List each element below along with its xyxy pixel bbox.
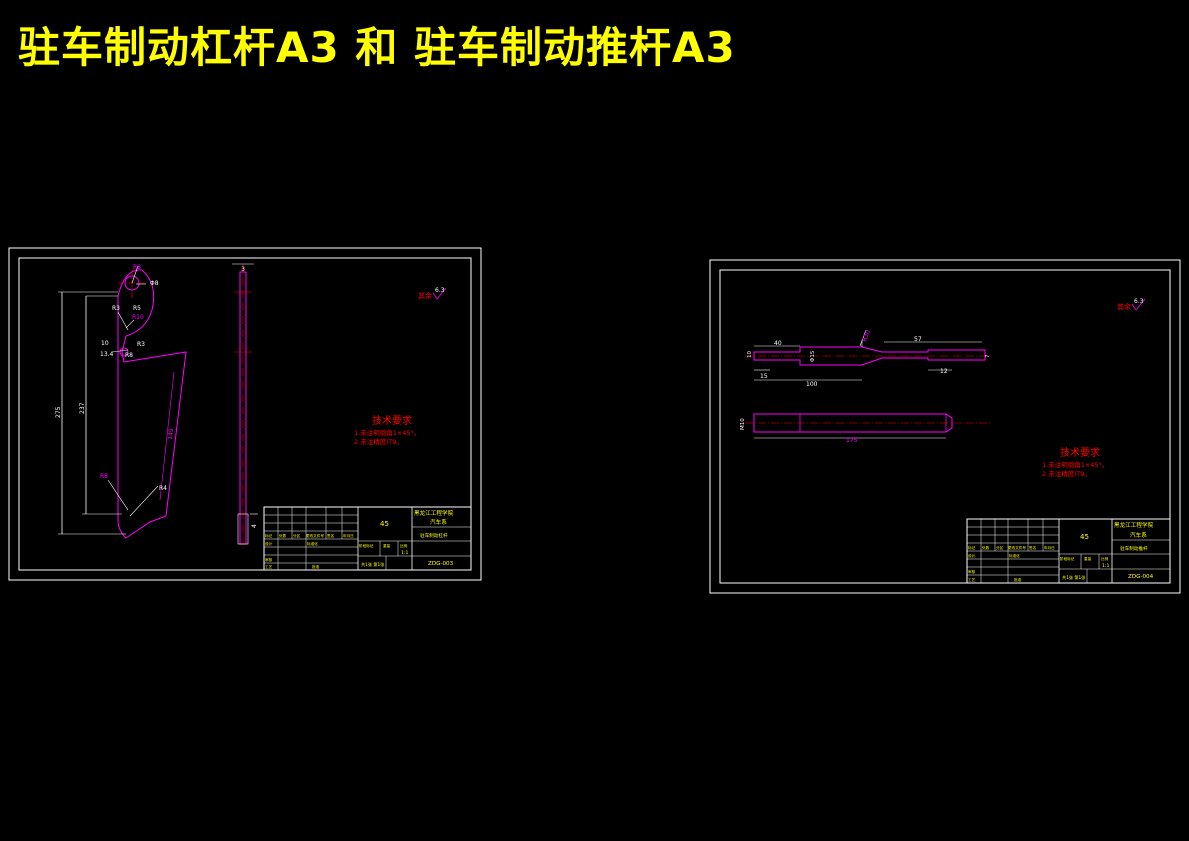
- lever-tb-r9: 审核: [265, 557, 273, 562]
- lever-tb-r6: 年月日: [343, 533, 354, 538]
- pushrod-tb-r6: 年月日: [1044, 545, 1055, 550]
- lever-tb-dept: 汽车系: [430, 518, 447, 526]
- pushrod-tb-ratio-label: 比例: [1101, 556, 1109, 561]
- pushrod-tb-weight-label: 重量: [1084, 556, 1092, 561]
- pushrod-dim-m10: M10: [740, 418, 746, 430]
- pushrod-dim-10: 10: [747, 351, 753, 358]
- pushrod-dim-57: 57: [914, 336, 922, 343]
- lever-tb-r3: 分区: [293, 533, 301, 538]
- pushrod-tb-ratio: 1:1: [1102, 563, 1109, 569]
- lever-tb-material: 45: [380, 520, 389, 528]
- lever-dim-237: 237: [79, 402, 86, 414]
- pushrod-roughness-value: 6.3: [1134, 298, 1144, 305]
- lever-tb-ratio-label: 比例: [400, 543, 408, 548]
- lever-tb-r11: 批准: [312, 564, 320, 569]
- page-title: 驻车制动杠杆A3 和 驻车制动推杆A3: [18, 23, 736, 72]
- pushrod-tb-r11: 批准: [1014, 577, 1022, 582]
- lever-tech-line2: 2.未注精度IT9。: [354, 437, 403, 446]
- pushrod-tb-material: 45: [1080, 533, 1089, 541]
- lever-roughness-value: 6.3: [435, 287, 445, 294]
- lever-tb-drawing-no: ZDG-003: [428, 561, 454, 567]
- pushrod-tech-heading: 技术要求: [1060, 446, 1100, 459]
- lever-tb-r10: 工艺: [265, 564, 273, 569]
- lever-tech-line1: 1.未注明倒角1×45°。: [354, 428, 420, 437]
- lever-dim-3: 3: [241, 266, 245, 273]
- pushrod-tech-line1: 1.未注明倒角1×45°。: [1042, 460, 1108, 469]
- lever-dim-10: 10: [101, 340, 109, 347]
- pushrod-roughness-label: 其余: [1117, 302, 1131, 311]
- pushrod-tb-r7: 设计: [968, 553, 976, 558]
- lever-tb-r5: 签名: [327, 533, 335, 538]
- pushrod-tb-school: 黑龙江工程学院: [1114, 521, 1154, 529]
- lever-tb-sheets: 共1张 第1张: [361, 561, 385, 568]
- pushrod-title-block: 标记 处数 分区 更改文件号 签名 年月日 设计 标准化 审核 工艺 批准 45…: [966, 518, 1171, 584]
- pushrod-tb-r1: 标记: [968, 545, 976, 550]
- pushrod-dim-7: 7: [985, 354, 991, 358]
- pushrod-dim-100: 100: [806, 381, 818, 388]
- lever-dim-275: 275: [55, 406, 62, 418]
- sheet-lever-inner-frame: [18, 257, 472, 571]
- lever-dim-r8-top: R8: [133, 264, 141, 271]
- pushrod-tb-r9: 审核: [968, 569, 976, 574]
- pushrod-tb-part: 驻车制动推杆: [1120, 545, 1148, 552]
- lever-tb-r8: 标准化: [307, 541, 318, 546]
- lever-dim-r10: R10: [132, 314, 144, 321]
- pushrod-dim-40: 40: [774, 340, 782, 347]
- sheet-pushrod-inner-frame: [719, 269, 1171, 584]
- sheet-lever: R8 Φ8 R5 R10 R3 13.4 R3 10 R8 275 237 R8…: [8, 247, 482, 581]
- pushrod-top-view-outline: [753, 346, 986, 366]
- lever-title-block: 标记 处数 分区 更改文件号 签名 年月日 设计 标准化 审核 工艺 批准 45…: [263, 506, 472, 571]
- pushrod-dim-r30: R30: [861, 329, 872, 343]
- lever-dim-r5: R5: [133, 305, 141, 312]
- pushrod-tb-stage-label: 阶段标记: [1060, 556, 1075, 561]
- pushrod-tb-r2: 处数: [982, 545, 990, 550]
- pushrod-dim-175: 175: [846, 437, 858, 444]
- pushrod-roughness-symbol: [1131, 298, 1146, 311]
- lever-dim-r3-b: R3: [137, 341, 145, 348]
- lever-tb-r1: 标记: [265, 533, 273, 538]
- lever-mid-hole: [119, 347, 129, 357]
- pushrod-tb-r10: 工艺: [968, 577, 976, 582]
- lever-tb-school: 黑龙江工程学院: [414, 509, 454, 517]
- pushrod-tb-r3: 分区: [996, 545, 1004, 550]
- lever-roughness-symbol: [432, 287, 447, 300]
- pushrod-tb-r4: 更改文件号: [1008, 545, 1026, 550]
- lever-roughness-label: 其余: [418, 291, 432, 300]
- lever-dim-phi8: Φ8: [150, 280, 159, 287]
- lever-tb-stage-label: 阶段标记: [359, 543, 374, 548]
- sheet-pushrod-outer-border: [709, 259, 1181, 594]
- lever-tech-heading: 技术要求: [372, 414, 412, 427]
- lever-tb-r7: 设计: [265, 541, 273, 546]
- lever-outline: [117, 269, 187, 539]
- lever-tb-part: 驻车制动杠杆: [420, 532, 448, 539]
- sheet-lever-outer-border: [8, 247, 482, 581]
- pushrod-tech-line2: 2.未注精度IT9。: [1042, 469, 1091, 478]
- lever-tb-r4: 更改文件号: [306, 533, 324, 538]
- pushrod-dim-15: 15: [760, 373, 768, 380]
- lever-dim-r8-bottom: R8: [100, 473, 108, 480]
- pushrod-tb-dept: 汽车系: [1130, 531, 1147, 539]
- lever-dim-r4: R4: [159, 485, 167, 492]
- lever-dim-4: 4: [251, 524, 258, 528]
- pushrod-tb-sheets: 共1张 第1张: [1062, 574, 1086, 581]
- pushrod-tb-r8: 标准化: [1009, 553, 1020, 558]
- pushrod-dim-phi15: Φ15: [810, 350, 816, 362]
- lever-dim-13-4: 13.4: [100, 351, 114, 358]
- pushrod-tb-r5: 签名: [1029, 545, 1037, 550]
- lever-tb-r2: 处数: [279, 533, 287, 538]
- lever-dim-r8-mid: R8: [125, 352, 133, 359]
- lever-tb-weight-label: 重量: [383, 543, 391, 548]
- lever-dim-r3-a: R3: [112, 305, 120, 312]
- pushrod-dim-12: 12: [940, 368, 948, 375]
- lever-dim-149: 149: [167, 428, 175, 440]
- sheet-pushrod: 40 10 15 100 R30 57 12 Φ15 7 M10 175 其余 …: [709, 259, 1181, 594]
- pushrod-tb-drawing-no: ZDG-004: [1128, 574, 1154, 580]
- lever-tb-ratio: 1:1: [401, 550, 408, 556]
